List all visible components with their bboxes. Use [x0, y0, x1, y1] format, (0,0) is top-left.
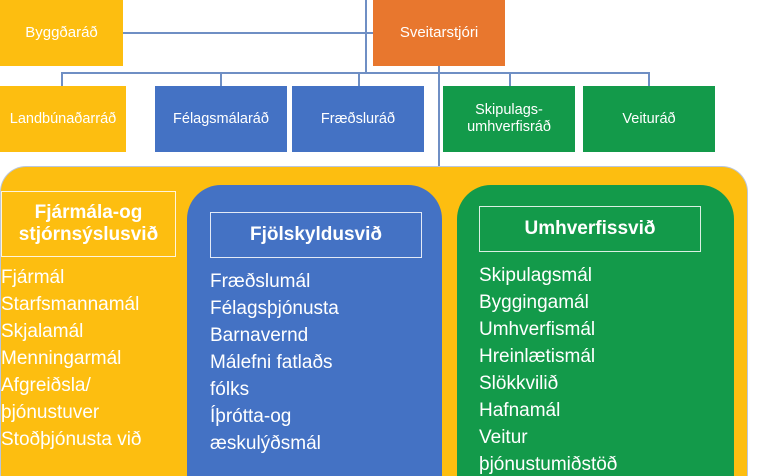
org-node-landbunadarrad-label: Landbúnaðarráð: [9, 110, 117, 127]
org-node-sveitarstjori[interactable]: Sveitarstjóri: [373, 0, 505, 66]
division-panel-group: Fjármála-og stjórnsýslusvið Fjármál Star…: [0, 166, 748, 476]
division-panel-umhverfis[interactable]: Umhverfissvið Skipulagsmál Byggingamál U…: [457, 185, 734, 476]
list-item: Málefni fatlaðs: [210, 351, 333, 373]
list-item: Slökkvilið: [479, 372, 559, 394]
list-item: Umhverfismál: [479, 318, 596, 340]
list-item: Afgreiðsla/: [1, 374, 91, 396]
org-node-veiturad-label: Veituráð: [622, 110, 676, 127]
connector-manager-to-divisions: [438, 66, 440, 168]
division-title-fjolskyldu: Fjölskyldusvið: [210, 212, 422, 258]
division-list-fjarmala: Fjármál Starfsmannamál Skjalamál Menning…: [1, 265, 142, 454]
org-node-skipulagsrad-label: Skipulags- umhverfisráð: [467, 102, 551, 135]
list-item: Skipulagsmál: [479, 265, 592, 286]
list-item: Fjármál: [1, 267, 65, 288]
division-title-fjolskyldu-text: Fjölskyldusvið: [250, 223, 382, 245]
division-title-fjarmala-text: Fjármála-og stjórnsýslusvið: [19, 202, 158, 247]
list-item: Byggingamál: [479, 291, 589, 313]
list-item: þjónustuver: [1, 401, 100, 423]
org-node-byggdarad-label: Byggðaráð: [25, 24, 98, 42]
org-node-byggdarad[interactable]: Byggðaráð: [0, 0, 123, 66]
list-item: Íþrótta-og: [210, 405, 292, 427]
list-item: æskulýðsmál: [210, 432, 321, 454]
connector-drop-fraedslurad: [358, 72, 360, 86]
org-node-fraedslurad[interactable]: Fræðsluráð: [292, 86, 424, 152]
connector-drop-landbunadarrad: [61, 72, 63, 86]
division-title-umhverfis-text: Umhverfissvið: [524, 217, 656, 239]
list-item: Barnavernd: [210, 324, 309, 346]
list-item: Félagsþjónusta: [210, 297, 339, 319]
list-item: Stoðþjónusta við: [1, 428, 142, 450]
connector-council-to-manager: [123, 32, 373, 34]
division-list-fjolskyldu: Fræðslumál Félagsþjónusta Barnavernd Mál…: [210, 269, 339, 458]
list-item: Fræðslumál: [210, 271, 311, 292]
division-title-fjarmala-line2: stjórnsýslusvið: [18, 224, 159, 245]
division-title-umhverfis: Umhverfissvið: [479, 206, 701, 252]
list-item: Menningarmál: [1, 347, 122, 369]
list-item: Starfsmannamál: [1, 293, 140, 315]
org-node-fraedslurad-label: Fræðsluráð: [320, 110, 396, 127]
connector-top-stem: [365, 0, 367, 72]
list-item: Hafnamál: [479, 399, 561, 421]
division-panel-fjarmala[interactable]: Fjármála-og stjórnsýslusvið Fjármál Star…: [1, 167, 176, 476]
connector-drop-felagsmalarad: [220, 72, 222, 86]
org-node-skipulagsrad[interactable]: Skipulags- umhverfisráð: [443, 86, 575, 152]
list-item: Veitur: [479, 426, 528, 448]
org-node-felagsmalarad-label: Félagsmálaráð: [173, 110, 269, 127]
org-node-skipulagsrad-line2: umhverfisráð: [467, 119, 551, 135]
division-panel-fjolskyldu[interactable]: Fjölskyldusvið Fræðslumál Félagsþjónusta…: [187, 185, 442, 476]
org-node-felagsmalarad[interactable]: Félagsmálaráð: [155, 86, 287, 152]
list-item: fólks: [210, 378, 250, 400]
org-node-veiturad[interactable]: Veituráð: [583, 86, 715, 152]
division-title-fjarmala: Fjármála-og stjórnsýslusvið: [1, 191, 176, 257]
division-title-fjarmala-line1: Fjármála-og: [34, 201, 143, 223]
connector-committee-bus: [61, 72, 649, 74]
org-node-skipulagsrad-line1: Skipulags-: [475, 102, 543, 119]
division-list-umhverfis: Skipulagsmál Byggingamál Umhverfismál Hr…: [479, 263, 617, 476]
org-node-landbunadarrad[interactable]: Landbúnaðarráð: [0, 86, 126, 152]
list-item: Skjalamál: [1, 320, 84, 342]
list-item: Hreinlætismál: [479, 345, 596, 367]
connector-drop-veiturad: [648, 72, 650, 86]
list-item: þjónustumiðstöð: [479, 453, 618, 475]
org-node-sveitarstjori-label: Sveitarstjóri: [399, 24, 479, 42]
connector-drop-skipulagsrad: [509, 72, 511, 86]
